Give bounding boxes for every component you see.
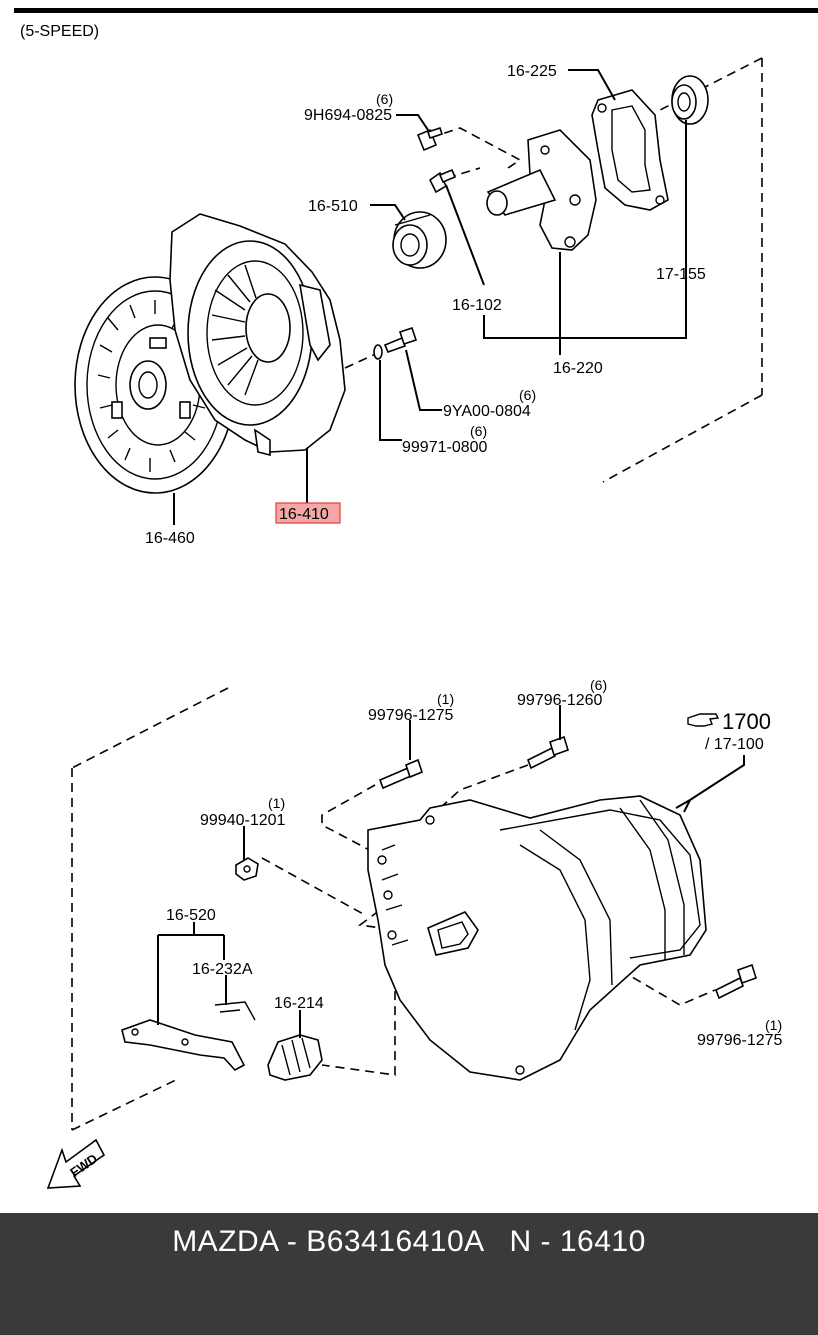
bolt-9h694 — [416, 126, 444, 152]
callout-9ya00-0804: 9YA00-0804 — [443, 403, 531, 420]
gasket — [591, 89, 669, 211]
callout-16-214: 16-214 — [274, 995, 324, 1012]
qty-99971: (6) — [470, 423, 487, 439]
fwd-arrow-icon: FWD — [46, 1138, 106, 1189]
callout-16-232a: 16-232A — [192, 961, 253, 978]
part-number-caption: MAZDA - B63416410A N - 16410 — [172, 1225, 646, 1258]
leader-line — [370, 204, 406, 221]
oil-seal — [671, 75, 709, 125]
bolt-9ya00 — [383, 326, 418, 354]
callout-16-225: 16-225 — [507, 63, 557, 80]
section-ref-17-100: / 17-100 — [705, 736, 764, 753]
boundary-dash — [71, 1077, 181, 1131]
callout-99796-1260: 99796-1260 — [517, 692, 603, 709]
callout-17-155: 17-155 — [656, 266, 706, 283]
qty-99940: (1) — [268, 795, 285, 811]
leader-line — [157, 922, 225, 1025]
callout-16-510: 16-510 — [308, 198, 358, 215]
callout-99971-0800: 99971-0800 — [402, 439, 488, 456]
nut-99940-1201 — [235, 857, 259, 881]
callout-16-102: 16-102 — [452, 297, 502, 314]
callout-99940-1201: 99940-1201 — [200, 812, 286, 829]
callout-16-220: 16-220 — [553, 360, 603, 377]
bolt-99796-1260 — [526, 735, 569, 770]
release-fork — [121, 1019, 246, 1072]
pointing-hand-icon — [687, 713, 720, 727]
section-ref-1700: 1700 — [722, 709, 771, 734]
leader-line — [445, 184, 485, 286]
dust-boot — [267, 1034, 323, 1081]
leader-line — [675, 755, 745, 813]
bolt-16-102 — [428, 168, 457, 194]
callout-16-460: 16-460 — [145, 530, 195, 547]
footer-bar: MAZDA - B63416410A N - 16410 — [0, 1213, 818, 1335]
washer-99971 — [373, 344, 383, 360]
release-bearing — [392, 211, 447, 269]
qty-99796-1260: (6) — [590, 677, 607, 693]
bolt-99796-1275-bottom — [714, 963, 757, 1000]
bolt-dash — [439, 764, 529, 809]
front-cover — [486, 129, 597, 251]
leader-line — [483, 120, 687, 339]
highlight-box — [275, 502, 341, 524]
bolt-dash — [619, 969, 716, 1006]
qty-9h694: (6) — [376, 91, 393, 107]
callout-99796-1275-top: 99796-1275 — [368, 707, 454, 724]
callout-16-410[interactable]: 16-410 — [279, 506, 329, 523]
qty-99796-1275-bottom: (1) — [765, 1017, 782, 1033]
retaining-spring — [214, 1001, 256, 1021]
bolt-dash — [321, 784, 442, 1076]
qty-99796-1275-top: (1) — [437, 691, 454, 707]
variant-label: (5-SPEED) — [20, 23, 99, 40]
boundary-dash — [71, 687, 229, 769]
callout-99796-1275-bottom: 99796-1275 — [697, 1032, 783, 1049]
bolt-dash — [261, 857, 366, 916]
boundary-dash — [602, 394, 763, 483]
pressure-plate — [169, 213, 346, 457]
leader-line — [568, 69, 616, 101]
bolt-99796-1275-top — [378, 758, 423, 790]
transmission-case — [367, 795, 707, 1081]
leader-line — [379, 360, 402, 441]
callout-9h694-0825: 9H694-0825 — [304, 107, 392, 124]
leader-line — [396, 114, 429, 131]
top-border — [14, 8, 818, 13]
qty-9ya00: (6) — [519, 387, 536, 403]
bolt-dash — [429, 127, 522, 171]
callout-16-520: 16-520 — [166, 907, 216, 924]
leader-line — [405, 349, 442, 411]
parts-diagram: (5-SPEED) — [14, 8, 818, 1189]
